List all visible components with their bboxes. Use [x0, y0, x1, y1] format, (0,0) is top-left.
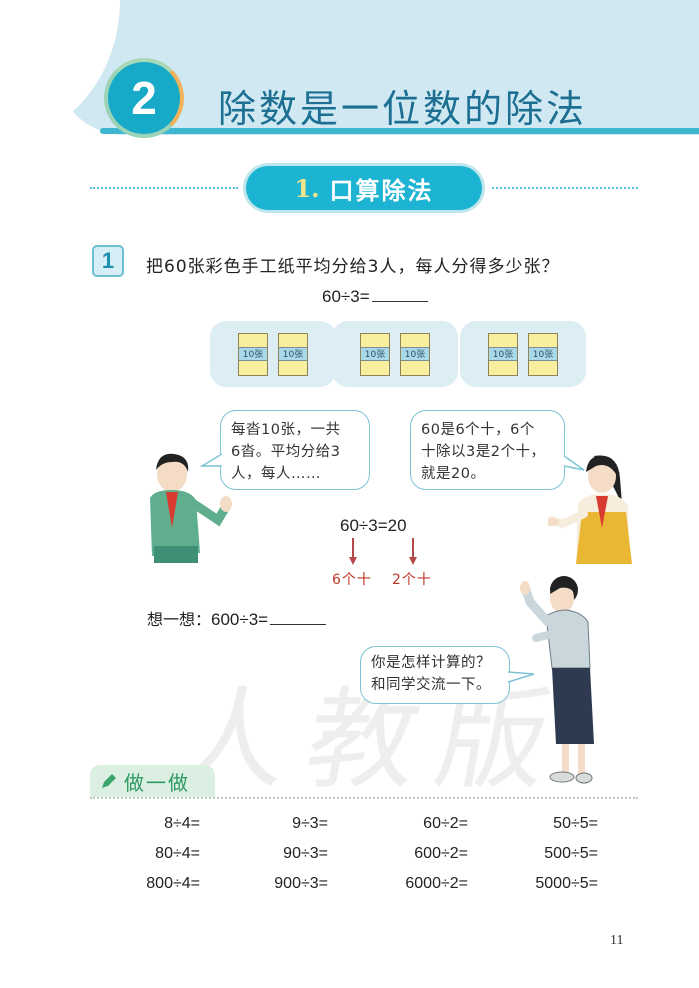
teacher-illustration [520, 576, 594, 784]
boy-speech-bubble: 每沓10张，一共 6沓。平均分给3 人，每人…… [220, 410, 370, 490]
page-number: 11 [610, 933, 624, 948]
exercise-item: 60÷2= [423, 815, 468, 832]
pencil-icon [102, 774, 116, 788]
bubble-line: 和同学交流一下。 [371, 677, 491, 693]
section-title: 口算除法 [329, 175, 434, 205]
exercise-item: 8÷4= [164, 815, 200, 832]
solution-equation: 60÷3=20 [340, 516, 407, 535]
problem-equation-text: 60÷3= [322, 287, 370, 306]
teacher-speech-bubble: 你是怎样计算的？ 和同学交流一下。 [360, 646, 510, 704]
exercise-item: 9÷3= [292, 815, 328, 832]
paper-stack: 10张 [278, 332, 308, 376]
girl-speech-bubble: 60是6个十，6个 十除以3是2个十， 就是20。 [410, 410, 565, 490]
bubble-line: 60是6个十，6个 [421, 422, 535, 438]
paper-stack: 10张 [528, 332, 558, 376]
section-divider-left [90, 187, 238, 189]
tens-label-right: 2个十 [392, 572, 432, 588]
section-heading: 1. 口算除法 [246, 166, 482, 210]
chapter-number-badge: 2 [104, 58, 184, 138]
stack-label: 10张 [239, 346, 267, 361]
exercise-item: 900÷3= [274, 875, 328, 892]
exercise-item: 6000÷2= [405, 875, 468, 892]
section-divider-right [492, 187, 638, 189]
bubble-line: 十除以3是2个十， [421, 444, 546, 460]
girl-bubble-tail [562, 455, 585, 471]
practice-divider [90, 797, 638, 799]
problem-question: 把60张彩色手工纸平均分给3人，每人分得多少张？ [146, 257, 560, 277]
stack-label: 10张 [401, 346, 429, 361]
practice-heading: 做一做 [90, 765, 215, 797]
paper-stack-group-2: 10张 10张 [332, 321, 458, 387]
paper-stack: 10张 [400, 332, 430, 376]
think-label: 想一想： [147, 610, 212, 629]
problem-equation: 60÷3= [322, 287, 428, 307]
paper-stack: 10张 [360, 332, 390, 376]
exercise-item: 50÷5= [553, 815, 598, 832]
exercise-item: 80÷4= [155, 845, 200, 862]
tens-label-left: 6个十 [332, 572, 372, 588]
think-answer-blank[interactable] [270, 610, 327, 625]
think-prompt: 想一想：600÷3= [147, 606, 327, 630]
stack-label: 10张 [279, 346, 307, 361]
teacher-bubble-tail [506, 671, 535, 683]
paper-stack-group-1: 10张 10张 [210, 321, 336, 387]
exercise-item: 500÷5= [544, 845, 598, 862]
arrow-down-icon [409, 557, 417, 565]
girl-illustration [548, 455, 632, 564]
stack-label: 10张 [361, 346, 389, 361]
section-number: 1. [294, 173, 320, 203]
boy-bubble-tail [200, 453, 224, 467]
bubble-line: 每沓10张，一共 [231, 422, 341, 438]
think-equation: 600÷3= [211, 610, 269, 629]
stack-label: 10张 [529, 346, 557, 361]
stack-label: 10张 [489, 346, 517, 361]
exercise-item: 600÷2= [414, 845, 468, 862]
exercise-item: 800÷4= [146, 875, 200, 892]
bubble-line: 你是怎样计算的？ [371, 655, 491, 671]
arrow-line-left [352, 538, 354, 558]
paper-stack: 10张 [488, 332, 518, 376]
header-underline [100, 128, 699, 134]
arrow-line-right [412, 538, 414, 558]
bubble-line: 人，每人…… [231, 466, 321, 482]
chapter-title: 除数是一位数的除法 [218, 87, 588, 131]
answer-blank[interactable] [371, 287, 428, 302]
paper-stack: 10张 [238, 332, 268, 376]
paper-stack-group-3: 10张 10张 [460, 321, 586, 387]
bubble-line: 就是20。 [421, 466, 486, 482]
practice-label: 做一做 [124, 770, 190, 795]
boy-illustration [150, 453, 232, 563]
exercise-item: 5000÷5= [535, 875, 598, 892]
problem-number-badge: 1 [92, 245, 124, 277]
arrow-down-icon [349, 557, 357, 565]
bubble-line: 6沓。平均分给3 [231, 444, 341, 460]
exercise-item: 90÷3= [283, 845, 328, 862]
